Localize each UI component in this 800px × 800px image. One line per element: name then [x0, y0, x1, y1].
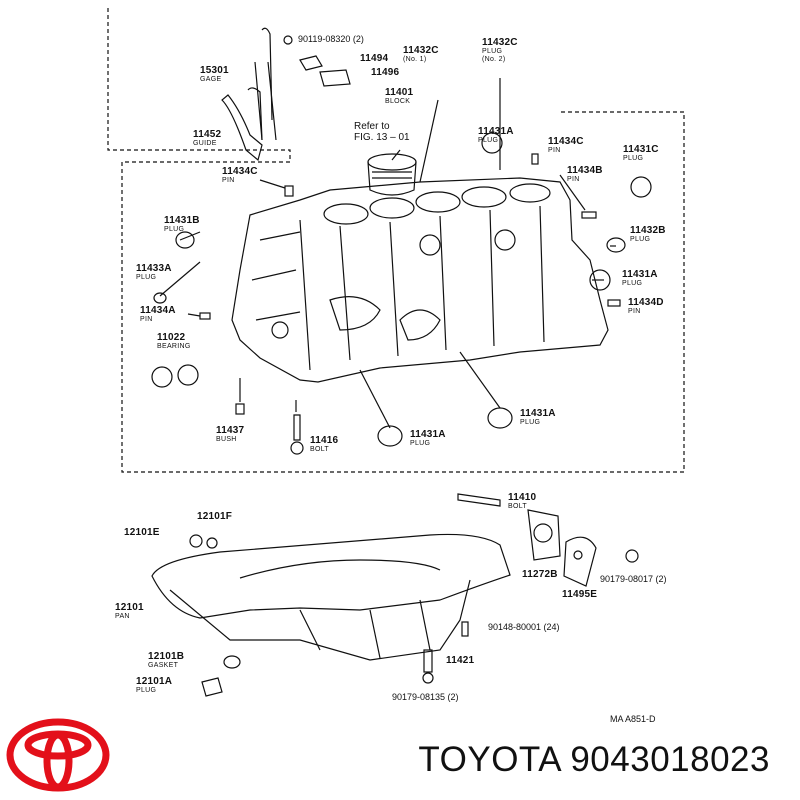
label-11432b: 11432B PLUG: [630, 225, 666, 244]
label-11434a: 11434A PIN: [140, 305, 176, 324]
label-11495e: 11495E: [562, 589, 598, 600]
label-11431b: 11431B PLUG: [164, 215, 200, 234]
label-11421: 11421: [446, 655, 475, 666]
label-11494: 11494: [360, 53, 389, 64]
label-11410-bolt: 11410 BOLT: [508, 492, 537, 511]
label-11401-block: 11401 BLOCK: [385, 87, 414, 106]
label-11432c-no2: 11432C PLUG (No. 2): [482, 37, 518, 64]
label-11431a-low: 11431A PLUG: [520, 408, 556, 427]
label-90179-08135: 90179-08135 (2): [392, 692, 459, 702]
label-11272b: 11272B: [522, 569, 558, 580]
label-12101-pan: 12101 PAN: [115, 602, 144, 621]
label-90148-80001: 90148-80001 (24): [488, 622, 560, 632]
label-11022-bearing: 11022 BEARING: [157, 332, 191, 351]
diagram-code: MA A851-D: [610, 714, 656, 724]
label-11434c-left: 11434C PIN: [222, 166, 258, 185]
label-11431a-top: 11431A PLUG: [478, 126, 514, 145]
refer-note: Refer to FIG. 13 – 01: [354, 121, 410, 143]
label-11437-bush: 11437 BUSH: [216, 425, 245, 444]
label-11431a-right: 11431A PLUG: [622, 269, 658, 288]
label-11431c: 11431C PLUG: [623, 144, 659, 163]
label-90119-08320: 90119-08320 (2): [298, 34, 364, 44]
label-11416-bolt: 11416 BOLT: [310, 435, 339, 454]
label-12101f: 12101F: [197, 511, 233, 522]
label-11433a: 11433A PLUG: [136, 263, 172, 282]
label-11434c-top: 11434C PIN: [548, 136, 584, 155]
label-11432c-no1: 11432C (No. 1): [403, 45, 439, 64]
label-11496: 11496: [371, 67, 400, 78]
label-11452-guide: 11452 GUIDE: [193, 129, 222, 148]
label-11434b: 11434B PIN: [567, 165, 603, 184]
label-11431a-bottom: 11431A PLUG: [410, 429, 446, 448]
label-12101e: 12101E: [124, 527, 160, 538]
label-11434d: 11434D PIN: [628, 297, 664, 316]
label-90179-08017: 90179-08017 (2): [600, 574, 667, 584]
label-12101b-gasket: 12101B GASKET: [148, 651, 185, 670]
part-caption: TOYOTA 9043018023: [418, 740, 770, 779]
toyota-logo: [6, 718, 110, 792]
label-12101a-plug: 12101A PLUG: [136, 676, 173, 695]
label-15301-gage: 15301 GAGE: [200, 65, 229, 84]
